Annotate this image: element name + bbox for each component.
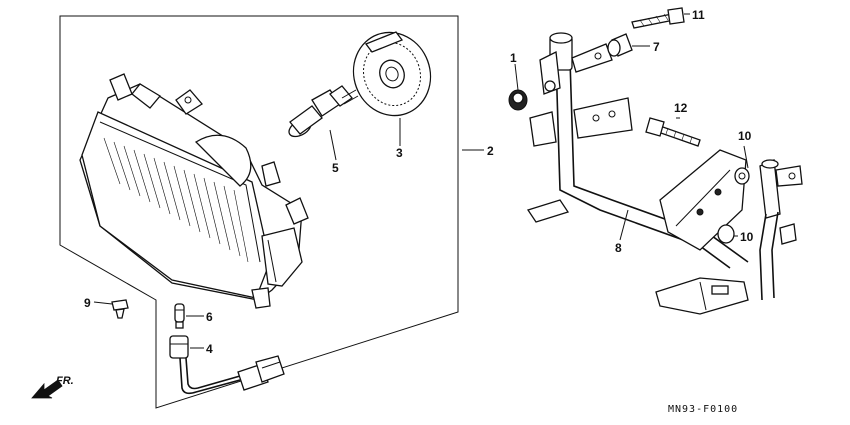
headlight-stay [526, 32, 803, 315]
nut-upper [734, 167, 750, 185]
label-2: 2 [487, 144, 494, 158]
label-3: 3 [396, 146, 403, 160]
headlight-unit [79, 73, 309, 309]
label-11: 11 [692, 8, 705, 22]
label-9: 9 [84, 296, 91, 310]
screw [111, 299, 129, 319]
front-arrow-icon [31, 379, 63, 399]
bolt-upper [631, 7, 685, 29]
label-4: 4 [206, 342, 213, 356]
label-8: 8 [615, 241, 622, 255]
collar [607, 33, 633, 57]
label-7: 7 [653, 40, 660, 54]
label-10-upper: 10 [738, 129, 752, 143]
front-label: FR. [56, 375, 74, 387]
position-bulb [174, 303, 185, 329]
bolt-lower [645, 117, 701, 147]
label-10-lower: 10 [740, 230, 754, 244]
headlight-bulb [288, 85, 359, 138]
diagram-code: MN93-F0100 [668, 404, 738, 415]
part-labels: 1 2 3 4 5 6 7 8 9 10 10 11 12 [84, 8, 754, 356]
bulb-socket [169, 335, 285, 395]
assembly-outline [59, 15, 459, 409]
label-6: 6 [206, 310, 213, 324]
front-direction-indicator: FR. [31, 375, 74, 399]
grommet [508, 89, 528, 111]
label-12: 12 [674, 101, 688, 115]
socket-cover [352, 31, 432, 117]
leader-lines [93, 13, 749, 349]
label-5: 5 [332, 161, 339, 175]
nut-lower [717, 224, 735, 244]
label-1: 1 [510, 51, 517, 65]
